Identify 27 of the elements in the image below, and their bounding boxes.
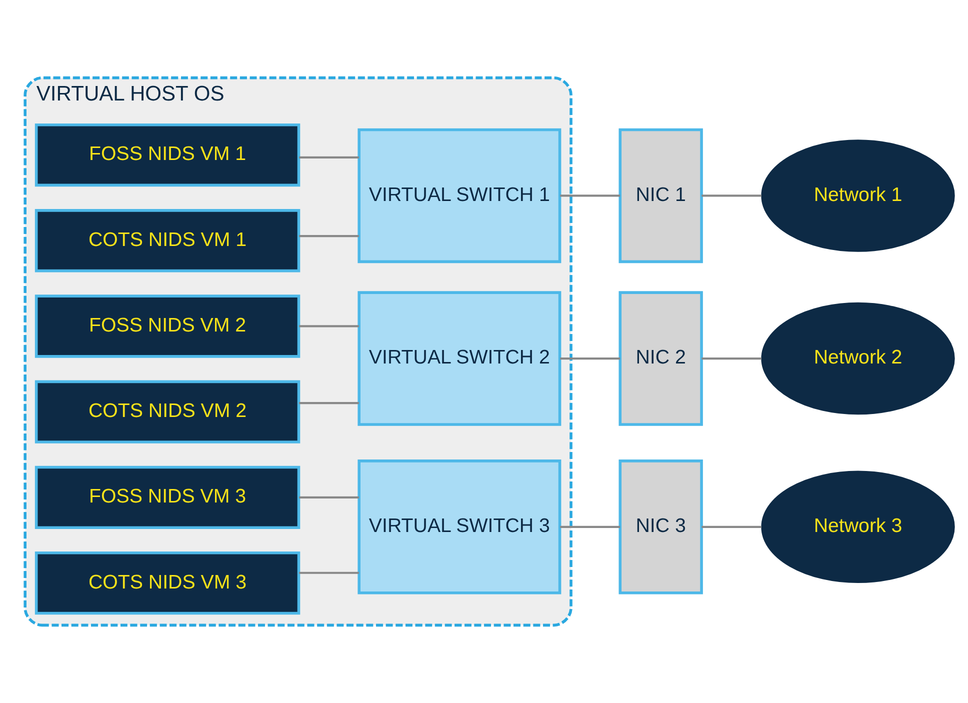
node-box: VIRTUAL SWITCH 2 <box>358 291 562 426</box>
connector <box>560 194 620 197</box>
node-box: COTS NIDS VM 2 <box>34 380 300 444</box>
node-ellipse: Network 1 <box>761 140 955 252</box>
node-ellipse: Network 3 <box>761 470 955 584</box>
connector <box>298 235 359 238</box>
node-box: FOSS NIDS VM 3 <box>34 466 300 530</box>
connector <box>560 526 620 528</box>
connector <box>702 357 762 360</box>
node-box: NIC 3 <box>618 460 703 594</box>
node-box: FOSS NIDS VM 2 <box>34 294 300 358</box>
node-box: VIRTUAL SWITCH 1 <box>358 128 562 264</box>
node-box: COTS NIDS VM 1 <box>34 209 300 272</box>
connector <box>560 357 620 360</box>
connector <box>702 526 762 528</box>
node-box: NIC 2 <box>618 291 703 426</box>
connector <box>298 496 359 498</box>
connector <box>702 194 762 197</box>
node-ellipse: Network 2 <box>761 302 955 415</box>
connector <box>298 156 359 159</box>
node-box: FOSS NIDS VM 1 <box>34 123 300 187</box>
connector <box>298 572 359 574</box>
connector <box>298 325 359 328</box>
node-box: NIC 1 <box>618 128 703 264</box>
connector <box>298 402 359 404</box>
node-box: COTS NIDS VM 3 <box>34 551 300 615</box>
node-box: VIRTUAL SWITCH 3 <box>358 460 562 594</box>
